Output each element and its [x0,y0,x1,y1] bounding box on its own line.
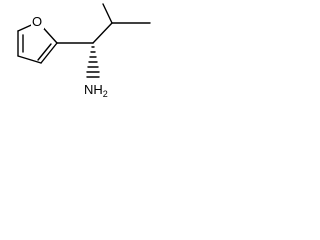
bond-c2-c3 [40,42,58,64]
double-bond-c2-c3-inner [37,43,52,61]
molecule-structure: O NH2 [17,3,151,99]
amine-subscript: 2 [103,89,108,99]
amine-label: NH2 [84,82,108,99]
side-chain [56,3,151,44]
amine-main: NH [84,82,103,97]
oxygen-label: O [32,14,42,29]
hashed-wedge-bond [86,46,100,78]
bond-chiral-ch [92,22,113,44]
oxygen-mask [31,14,44,29]
bond-ch-methyl-left [102,3,113,24]
furan-ring [17,21,58,64]
bond-c3-c4 [17,55,42,64]
